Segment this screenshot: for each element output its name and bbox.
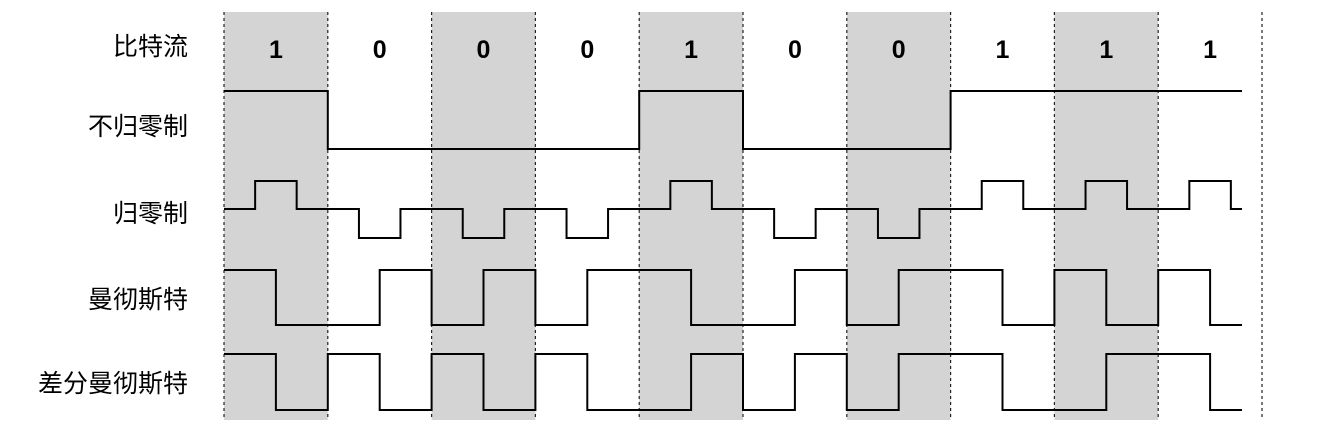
rz-waveform xyxy=(224,180,1242,239)
row-label-diff-manchester: 差分曼彻斯特 xyxy=(38,370,188,398)
bit-label: 0 xyxy=(788,36,802,64)
bit-label: 0 xyxy=(477,36,491,64)
nrz-waveform xyxy=(224,90,1242,150)
bit-label: 1 xyxy=(1203,36,1217,64)
shaded-slot xyxy=(639,12,743,420)
bit-label: 1 xyxy=(996,36,1010,64)
row-label-nrz: 不归零制 xyxy=(88,113,188,141)
bit-labels: 1 0 0 0 1 0 0 1 1 1 xyxy=(269,36,1217,64)
bit-slot-boundaries xyxy=(223,12,1263,420)
bit-label: 1 xyxy=(269,36,283,64)
row-label-bitstream: 比特流 xyxy=(113,33,188,61)
bit-label: 1 xyxy=(684,36,698,64)
shaded-slot xyxy=(431,12,536,420)
manchester-waveform xyxy=(224,269,1242,326)
bit-label: 0 xyxy=(373,36,387,64)
bit-slot-shading xyxy=(224,12,1159,420)
bit-label: 1 xyxy=(1099,36,1113,64)
diff-manchester-waveform xyxy=(224,353,1242,411)
row-label-manchester: 曼彻斯特 xyxy=(88,286,188,314)
shaded-slot xyxy=(224,12,328,420)
bit-label: 0 xyxy=(580,36,594,64)
shaded-slot xyxy=(846,12,951,420)
bit-label: 0 xyxy=(892,36,906,64)
shaded-slot xyxy=(1054,12,1159,420)
row-label-rz: 归零制 xyxy=(113,200,188,228)
